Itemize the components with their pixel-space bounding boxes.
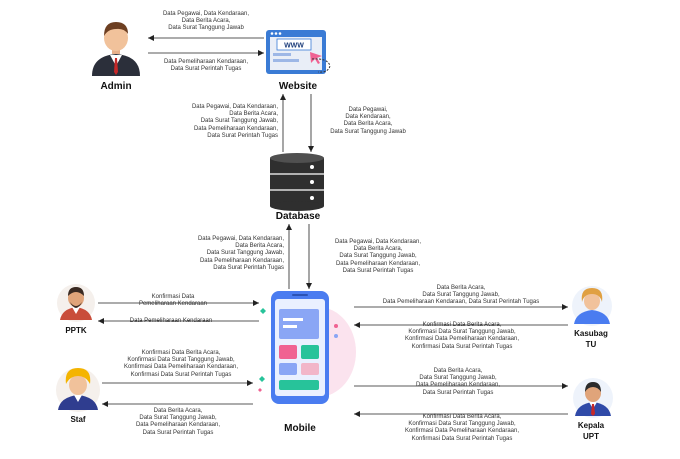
flow-label-mobile-to-kepala: Data Berita Acara, Data Surat Tanggung J… [415, 368, 501, 396]
admin-avatar-icon [92, 22, 140, 76]
kasubag-title: Kasubag TU [574, 329, 608, 349]
flow-label-website-to-db: Data Pegawai, Data Kendaraan, Data Berit… [330, 107, 406, 135]
flow-label-staf-to-mobile: Konfirmasi Data Berita Acara, Konfirmasi… [123, 350, 239, 378]
mobile-title: Mobile [284, 423, 316, 434]
flow-label-mobile-to-db: Data Pegawai, Data Kendaraan, Data Berit… [197, 236, 284, 271]
flow-label-mobile-to-pptk: Data Pemeliharaan Kendaraan [129, 318, 213, 324]
database-cylinder-icon [270, 153, 324, 211]
website-title: Website [278, 81, 318, 92]
flow-label-mobile-to-kasubag: Data Berita Acara, Data Surat Tanggung J… [382, 285, 540, 306]
flow-label-db-to-website: Data Pegawai, Data Kendaraan, Data Berit… [191, 104, 278, 139]
pptk-avatar-icon [57, 284, 95, 322]
flow-label-kepala-to-mobile: Konfirmasi Data Berita Acara, Konfirmasi… [404, 414, 520, 442]
mobile-phone-icon [258, 291, 356, 404]
flow-label-db-to-mobile: Data Pegawai, Data Kendaraan, Data Berit… [334, 239, 422, 274]
flow-label-kasubag-to-mobile: Konfirmasi Data Berita Acara, Konfirmasi… [404, 322, 520, 350]
database-title: Database [275, 211, 321, 222]
kasubag-avatar-icon [572, 286, 612, 326]
staf-title: Staf [70, 415, 86, 424]
admin-title: Admin [100, 81, 132, 92]
pptk-title: PPTK [65, 326, 87, 335]
website-browser-icon: WWW [266, 30, 331, 74]
flow-label-mobile-to-staf: Data Berita Acara, Data Surat Tanggung J… [135, 408, 221, 436]
staf-avatar-icon [56, 368, 100, 412]
website-screen-label: WWW [284, 43, 304, 50]
flow-label-admin-to-website: Data Pemeliharaan Kendaraan, Data Surat … [163, 59, 249, 73]
flow-label-pptk-to-mobile: Konfirmasi Data Pemeliharaan Kendaraan [138, 294, 208, 308]
kepala-avatar-icon [573, 378, 613, 418]
flow-label-website-to-admin: Data Pegawai, Data Kendaraan, Data Berit… [162, 11, 250, 32]
kepala-title: Kepala UPT [577, 421, 605, 441]
